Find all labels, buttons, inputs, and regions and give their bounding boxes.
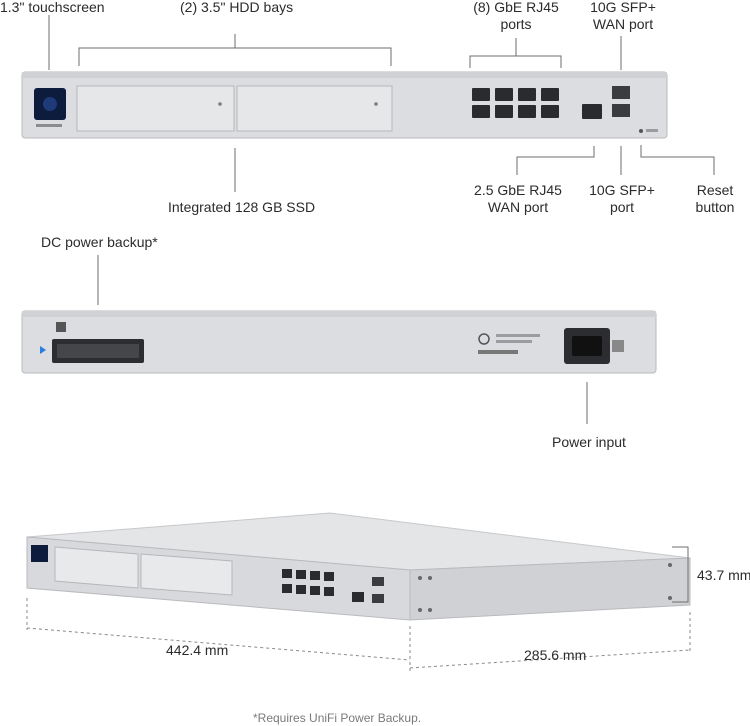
label-sfp-wan-line1: 10G SFP+ (590, 0, 656, 15)
brand-logo (478, 333, 490, 345)
label-sfp-wan: 10G SFP+ WAN port (580, 0, 666, 33)
label-ssd: Integrated 128 GB SSD (168, 199, 316, 215)
dimension-depth: 285.6 mm (524, 647, 587, 663)
height-bracket (672, 546, 689, 603)
hdd-bay-2 (236, 85, 393, 132)
label-sfp-port-line2: port (609, 199, 635, 215)
label-reset-line1: Reset (696, 182, 734, 198)
dimension-lines (26, 598, 691, 672)
footnote: *Requires UniFi Power Backup. (253, 711, 422, 725)
label-rj45-ports: (8) GbE RJ45 ports (466, 0, 566, 33)
label-sfp-port-line1: 10G SFP+ (589, 182, 655, 198)
reset-button (639, 129, 643, 133)
label-touchscreen: 1.3" touchscreen (0, 0, 105, 15)
label-reset: Reset button (684, 182, 746, 216)
label-sfp-wan-line2: WAN port (592, 16, 654, 32)
label-power-input: Power input (552, 434, 626, 450)
wan-rj45-port (582, 104, 602, 119)
label-wan-rj45-line2: WAN port (487, 199, 549, 215)
sfp-port (612, 104, 630, 117)
label-wan-rj45: 2.5 GbE RJ45 WAN port (470, 182, 566, 216)
label-hdd-bays: (2) 3.5" HDD bays (180, 0, 294, 15)
label-dc-backup: DC power backup* (41, 234, 158, 250)
label-reset-line2: button (695, 199, 735, 215)
dimension-height: 43.7 mm (697, 567, 750, 583)
label-rj45-ports-line2: ports (500, 16, 532, 32)
label-wan-rj45-line1: 2.5 GbE RJ45 (474, 182, 562, 198)
label-rj45-ports-line1: (8) GbE RJ45 (473, 0, 559, 15)
sfp-wan-port (612, 86, 630, 99)
label-sfp-port: 10G SFP+ port (582, 182, 662, 216)
rj45-port-grid (472, 88, 559, 118)
perspective-chassis (26, 512, 691, 621)
hdd-bay-1 (76, 85, 235, 132)
dimension-width: 442.4 mm (166, 642, 229, 658)
